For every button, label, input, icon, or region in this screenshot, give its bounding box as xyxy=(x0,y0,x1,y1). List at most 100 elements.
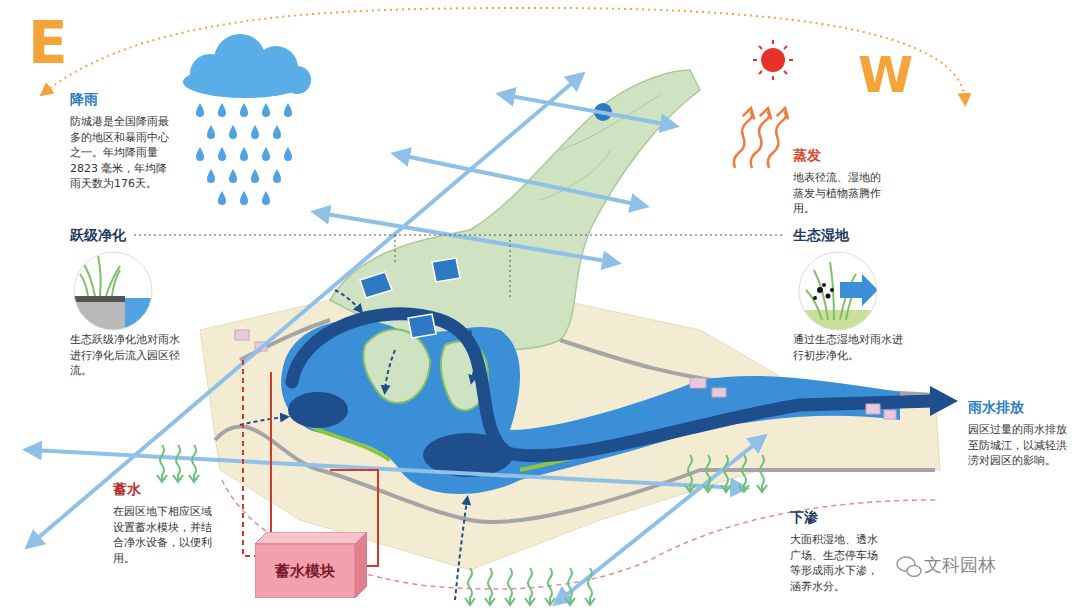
sun-symbol xyxy=(759,71,762,74)
callout-group: 跃级净化生态跃级净化池对雨水进行净化后流入园区径流。 xyxy=(70,226,182,379)
leader-line xyxy=(510,235,511,300)
sun-symbol xyxy=(753,59,757,61)
callout-heading: 下渗 xyxy=(790,508,882,526)
leader-line xyxy=(134,235,785,300)
flow-arrowhead xyxy=(930,386,958,416)
raindrops xyxy=(207,169,215,183)
building xyxy=(235,330,249,340)
wind-arrow xyxy=(560,440,760,600)
building xyxy=(866,404,880,414)
watermark-icon xyxy=(897,557,921,577)
direction-letter: W xyxy=(858,50,913,100)
infiltration-arrows xyxy=(525,568,535,605)
wetland-icon xyxy=(795,250,885,340)
callout-heading: 蒸发 xyxy=(793,146,885,164)
evaporation-arrows xyxy=(729,107,757,170)
evaporation-arrows xyxy=(763,107,791,170)
hill-ridge xyxy=(330,70,700,350)
rain-cloud xyxy=(183,34,311,98)
watermark-icon xyxy=(907,566,921,577)
purification-icon xyxy=(112,270,120,296)
raindrops xyxy=(196,103,204,117)
purification-pool xyxy=(432,258,460,282)
sun-symbol xyxy=(753,40,793,80)
runoff-arrow xyxy=(455,500,467,600)
purification-pool xyxy=(408,314,436,338)
storage-pipe xyxy=(270,372,272,540)
purification-icon xyxy=(98,256,101,296)
wetland-icon xyxy=(813,283,834,300)
raindrops xyxy=(284,147,292,161)
building xyxy=(690,378,706,388)
infiltration-arrows xyxy=(465,568,475,605)
site-ground xyxy=(200,290,940,570)
flow-arrow xyxy=(292,314,933,456)
infiltration-arrows xyxy=(173,445,183,482)
runoff-arrow xyxy=(385,350,395,390)
box-face xyxy=(355,532,367,598)
purification-icon xyxy=(106,266,120,296)
purification-icon xyxy=(70,296,125,302)
sun-symbol xyxy=(784,46,787,49)
callout-group: 蓄水在园区地下相应区域设置蓄水模块，并结合净水设备，以便利用。 xyxy=(113,480,215,566)
sun-symbol xyxy=(789,59,793,61)
storage-pipe xyxy=(243,360,378,566)
infiltration-arrows xyxy=(545,568,555,605)
sun-symbol xyxy=(772,76,774,80)
raindrops xyxy=(262,103,270,117)
raindrops xyxy=(240,191,248,205)
wetland-icon xyxy=(817,287,823,293)
direction-letter: E xyxy=(28,14,68,72)
wetland-icon xyxy=(806,290,822,320)
purification-icon xyxy=(70,250,165,340)
purification-icon xyxy=(83,262,95,296)
callout-group: 雨水排放园区过量的雨水排放至防城江，以减轻洪涝对园区的影响。 xyxy=(968,398,1072,469)
callout-heading: 生态湿地 xyxy=(793,226,905,244)
box-face xyxy=(255,532,367,544)
callout-body: 地表径流、湿地的蒸发与植物蒸腾作用。 xyxy=(793,170,885,217)
box-face xyxy=(255,544,355,598)
raindrops xyxy=(207,125,215,139)
callout-group: 蒸发地表径流、湿地的蒸发与植物蒸腾作用。 xyxy=(793,146,885,217)
purification-icon xyxy=(70,250,160,340)
raindrops xyxy=(218,147,226,161)
callout-group: 降雨防城港是全国降雨最多的地区和暴雨中心之一。年均降雨量 2823 毫米，年均降… xyxy=(70,90,176,192)
icon-ring xyxy=(74,252,152,330)
raindrops xyxy=(196,147,204,161)
infiltration-arrows xyxy=(721,455,731,492)
raindrops xyxy=(262,147,270,161)
callout-body: 生态跃级净化池对雨水进行净化后流入园区径流。 xyxy=(70,332,182,379)
runoff-arrow xyxy=(240,417,285,425)
sun-symbol xyxy=(772,40,774,44)
infiltration-arrows xyxy=(189,445,199,482)
leader-line xyxy=(395,235,396,262)
callout-heading: 雨水排放 xyxy=(968,398,1072,416)
callout-group: 生态湿地通过生态湿地对雨水进行初步净化。 xyxy=(793,226,905,363)
evaporation-arrows xyxy=(746,107,774,170)
sun-symbol xyxy=(784,71,787,74)
callout-body: 防城港是全国降雨最多的地区和暴雨中心之一。年均降雨量 2823 毫米，年均降雨天… xyxy=(70,114,176,192)
leader-line xyxy=(134,235,510,236)
wetland-icon xyxy=(795,250,885,340)
icon-ring xyxy=(799,252,877,330)
raindrops xyxy=(262,191,270,205)
wetland-icon xyxy=(813,296,817,300)
callout-body: 通过生态湿地对雨水进行初步净化。 xyxy=(793,332,905,363)
wetland-icon xyxy=(830,262,834,320)
raindrops xyxy=(284,103,292,117)
sun-symbol xyxy=(753,40,793,80)
road xyxy=(215,320,935,522)
callout-body: 大面积湿地、透水广场、生态停车场等形成雨水下渗，涵养水分。 xyxy=(790,532,882,594)
callout-heading: 跃级净化 xyxy=(70,226,182,244)
raindrops xyxy=(229,125,237,139)
building xyxy=(712,388,726,397)
wind-arrow xyxy=(32,78,578,543)
island xyxy=(363,329,430,403)
raindrops xyxy=(240,103,248,117)
rain-cloud xyxy=(283,66,311,94)
evaporation-arrows xyxy=(729,107,791,170)
leader-line xyxy=(510,235,785,236)
box-label: 蓄水模块 xyxy=(255,544,355,598)
callout-heading: 降雨 xyxy=(70,90,176,108)
wind-arrow xyxy=(32,78,760,600)
